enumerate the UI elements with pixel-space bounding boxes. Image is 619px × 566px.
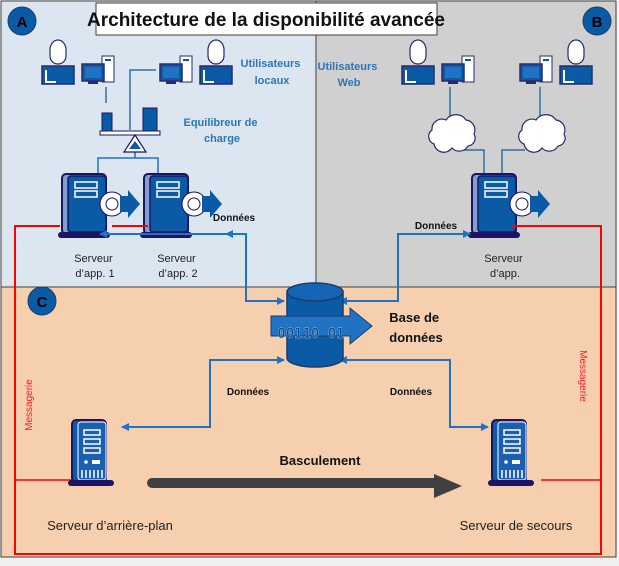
data-label-app: Données: [213, 213, 256, 224]
svg-text:B: B: [592, 14, 603, 31]
database-label: Base de données: [389, 310, 443, 345]
badge-c: C: [27, 286, 57, 316]
svg-text:A: A: [17, 14, 28, 31]
svg-text:C: C: [37, 294, 48, 311]
data-label-web: Données: [415, 221, 458, 232]
data-flow-backup-db: [339, 356, 489, 431]
svg-text:00110 01: 00110 01: [277, 326, 344, 342]
load-balancer-icon: [99, 107, 161, 153]
web-users-label: Utilisateurs Web: [318, 61, 381, 89]
messaging-label-left: Messagerie: [24, 379, 35, 431]
messaging-line-left: [14, 225, 148, 555]
local-users-label: Utilisateurs locaux: [241, 58, 304, 87]
link-balancer-servers: [97, 152, 159, 175]
messaging-line-right: [15, 225, 602, 555]
failover-arrow: [147, 474, 462, 498]
zone-a: [0, 0, 317, 288]
badge-a: A: [7, 6, 37, 36]
failover-label: Basculement: [280, 453, 362, 468]
backend-server-label: Serveur d’arrière-plan: [47, 518, 173, 533]
backup-server-label: Serveur de secours: [460, 518, 573, 533]
diagram-title: Architecture de la disponibilité avancée: [87, 10, 445, 31]
data-flow-app-servers-db: [99, 230, 285, 305]
load-balancer-label: Equilibreur de charge: [183, 117, 260, 145]
data-label-backup: Données: [390, 387, 433, 398]
app-server-web-label: Serveur d’app.: [484, 253, 526, 280]
database-icon: 00110 01: [270, 282, 373, 368]
messaging-label-right: Messagerie: [577, 350, 588, 402]
data-flow-web-server-db: [339, 230, 471, 305]
link-web-clouds-server: [449, 87, 541, 176]
badge-b: B: [582, 6, 612, 36]
data-flow-backend-db: [121, 356, 285, 431]
link-user2-balancer: [129, 69, 156, 130]
data-label-backend: Données: [227, 387, 270, 398]
title-box: [95, 2, 438, 36]
